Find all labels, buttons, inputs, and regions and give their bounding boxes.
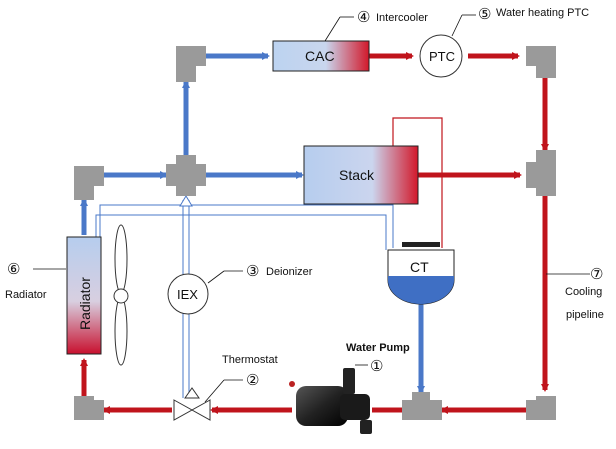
fan-icon [113,224,129,366]
fitting-top-right [526,46,556,78]
pump-number: ① [370,358,383,375]
radiator-box [66,236,102,355]
deionizer: IEX ③ Deionizer [167,263,313,315]
ptc-heater: PTC ⑤ Water heating PTC [419,6,589,78]
iex-label: IEX [177,287,198,302]
cooling-pipeline-label: ⑦ Cooling pipeline [546,266,604,321]
ptc-name: Water heating PTC [496,7,589,19]
vent-line-stack [392,117,443,248]
pump-body [296,386,348,426]
fitting-right-tee [526,150,556,196]
thermostat-number: ② [246,372,259,389]
cac-number: ④ [357,9,370,26]
pump-head [340,394,370,420]
vent-line-radiator [99,204,394,248]
ptc-circle [419,34,463,78]
ptc-number: ⑤ [478,6,491,23]
hot-pipes [80,52,549,414]
fitting-left-top [74,166,104,200]
fitting-left-bottom [74,396,104,420]
deionizer-arrow [179,195,193,207]
fitting-bottom-right [526,396,556,420]
fitting-top-left [176,46,206,82]
fitting-bottom-tee [402,392,442,420]
pump-outlet [360,420,372,434]
cac-box [272,40,370,72]
stack-label: Stack [339,167,375,183]
fitting-cross [166,155,206,196]
cac-leader [324,16,341,42]
stack-box [303,145,419,205]
ct-cap [402,242,440,247]
ct-label: CT [410,259,429,275]
cac-label: CAC [305,48,335,64]
pipeline-number: ⑦ [590,266,603,283]
iex-name: Deionizer [266,266,313,278]
iex-number: ③ [246,263,259,280]
vent-line-radiator-2 [95,214,387,250]
cac-name: Intercooler [376,12,428,24]
thermostat-name: Thermostat [222,354,278,366]
fuel-cell-stack: Stack [303,145,419,205]
ptc-leader [451,14,463,37]
pump-inlet [343,368,355,394]
iex-leader [207,270,225,284]
cac-intercooler: CAC ④ Intercooler [272,9,428,72]
ptc-label: PTC [429,49,455,64]
water-pump: ① Water Pump [289,342,410,434]
thermostat-valve: ② Thermostat [173,354,278,421]
pipeline-name-line1: Cooling [565,286,602,298]
thermostat-leader [204,379,225,403]
radiator-name: Radiator [5,289,47,301]
thermostat-icon [173,399,211,421]
pump-wire [289,381,295,387]
ct-water [388,276,454,304]
radiator-assembly: Radiator ⑥ Radiator [5,224,129,366]
cold-pipes [80,52,425,398]
iex-circle [167,273,209,315]
radiator-label: Radiator [77,277,93,330]
radiator-number: ⑥ [7,261,20,278]
coolant-tank: CT [387,242,455,305]
pump-name: Water Pump [346,342,410,354]
pipeline-name-line2: pipeline [566,309,604,321]
thermostat-stem [184,387,200,399]
pipe-fittings [74,46,556,420]
